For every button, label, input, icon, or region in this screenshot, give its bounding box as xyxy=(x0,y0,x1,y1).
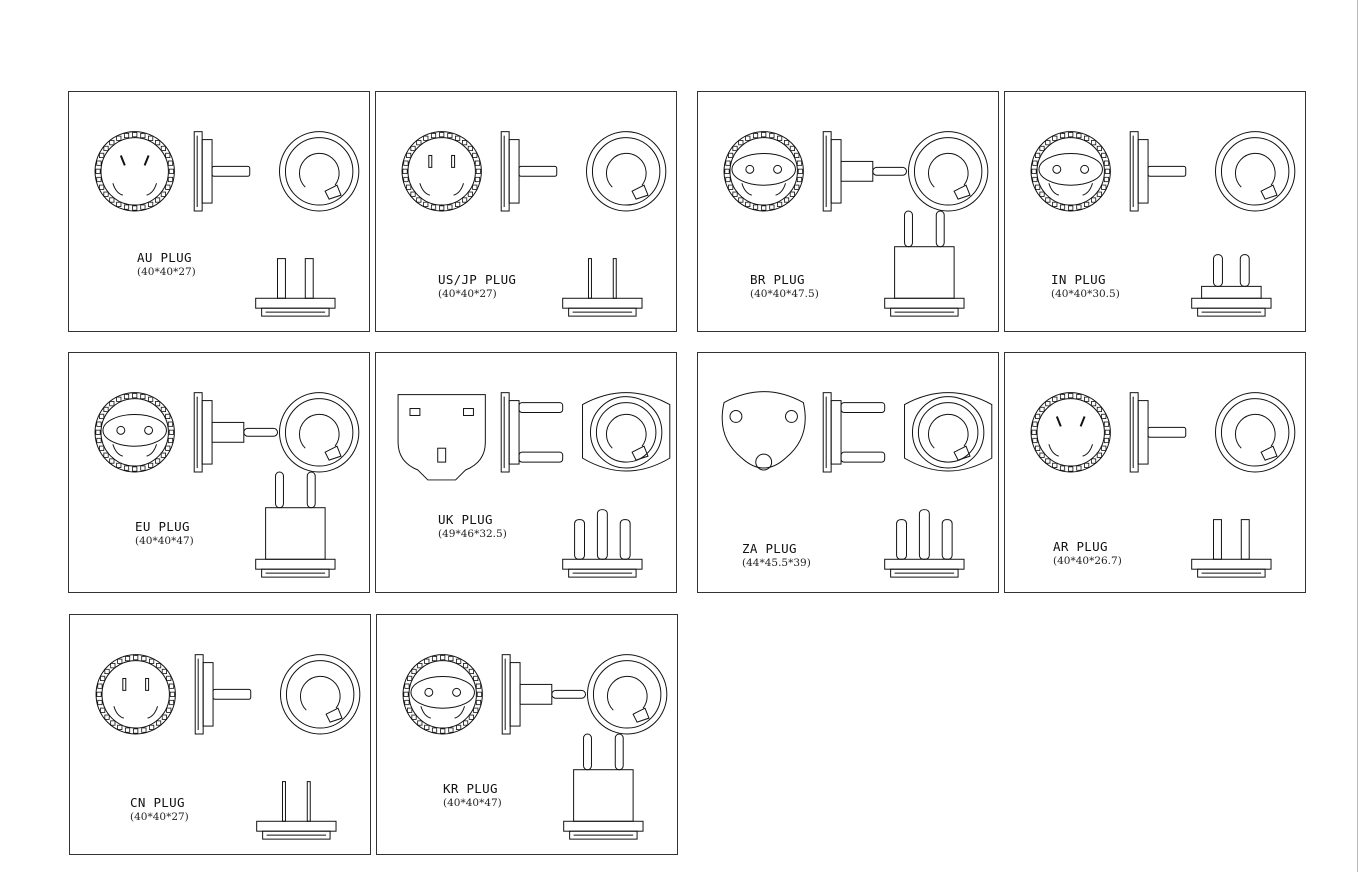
front-view xyxy=(94,392,175,473)
plug-name: AR PLUG xyxy=(1053,539,1108,554)
front-view xyxy=(402,654,483,735)
front-view xyxy=(94,131,175,212)
plug-panel-usjp: US/JP PLUG (40*40*27) xyxy=(375,91,677,332)
plug-drawing xyxy=(1030,392,1296,578)
plug-dimensions: (40*40*30.5) xyxy=(1051,288,1120,300)
plug-drawing xyxy=(723,131,989,317)
plug-name: IN PLUG xyxy=(1051,272,1106,287)
plug-panel-ar: AR PLUG (40*40*26.7) xyxy=(1004,352,1306,593)
plug-panel-au: AU PLUG (40*40*27) xyxy=(68,91,370,332)
front-view xyxy=(95,654,176,735)
plug-dimensions: (40*40*47) xyxy=(443,797,502,809)
rear-view xyxy=(907,131,989,212)
side-view xyxy=(822,131,908,212)
plug-name: CN PLUG xyxy=(130,795,185,810)
pin-view xyxy=(1191,254,1272,317)
rear-view xyxy=(1214,392,1296,473)
plug-name: KR PLUG xyxy=(443,781,498,796)
plug-panel-za: ZA PLUG (44*45.5*39) xyxy=(697,352,999,593)
pin-view xyxy=(563,733,644,840)
side-view xyxy=(822,392,886,473)
front-view xyxy=(1030,392,1111,473)
plug-dimensions: (49*46*32.5) xyxy=(438,528,507,540)
side-view xyxy=(500,131,558,212)
front-view xyxy=(401,131,482,212)
plug-label-eu: EU PLUG (40*40*47) xyxy=(135,519,194,547)
pin-view xyxy=(255,471,336,578)
rear-view xyxy=(582,392,671,472)
front-view xyxy=(721,391,806,471)
plug-name: US/JP PLUG xyxy=(438,272,517,287)
plug-name: BR PLUG xyxy=(750,272,805,287)
side-view xyxy=(500,392,564,473)
side-view xyxy=(1129,392,1187,473)
plug-drawing xyxy=(95,654,361,840)
plug-dimensions: (40*40*27) xyxy=(130,811,189,823)
side-view xyxy=(193,392,279,473)
rear-view xyxy=(585,131,667,212)
plug-drawing xyxy=(397,392,671,578)
plug-drawing xyxy=(1030,131,1296,317)
plug-label-au: AU PLUG (40*40*27) xyxy=(137,250,196,278)
plug-name: EU PLUG xyxy=(135,519,190,534)
side-view xyxy=(1129,131,1187,212)
rear-view xyxy=(278,131,360,212)
plug-label-br: BR PLUG (40*40*47.5) xyxy=(750,272,819,300)
plug-label-uk: UK PLUG (49*46*32.5) xyxy=(438,512,507,540)
plug-dimensions: (40*40*26.7) xyxy=(1053,555,1122,567)
plug-name: ZA PLUG xyxy=(742,541,797,556)
plug-label-za: ZA PLUG (44*45.5*39) xyxy=(742,541,811,569)
plug-panel-br: BR PLUG (40*40*47.5) xyxy=(697,91,999,332)
pin-view xyxy=(562,509,643,578)
plug-name: AU PLUG xyxy=(137,250,192,265)
rear-view xyxy=(279,654,361,735)
plug-drawing xyxy=(94,131,360,317)
pin-view xyxy=(884,509,965,578)
plug-drawing xyxy=(721,391,993,578)
plug-dimensions: (40*40*47.5) xyxy=(750,288,819,300)
front-view xyxy=(1030,131,1111,212)
plug-panel-eu: EU PLUG (40*40*47) xyxy=(68,352,370,593)
pin-view xyxy=(1191,519,1272,578)
plug-panel-kr: KR PLUG (40*40*47) xyxy=(376,614,678,855)
front-view xyxy=(723,131,804,212)
rear-view xyxy=(1214,131,1296,212)
plug-dimensions: (40*40*27) xyxy=(137,266,196,278)
rear-view xyxy=(904,392,993,472)
plug-label-ar: AR PLUG (40*40*26.7) xyxy=(1053,539,1122,567)
plug-label-cn: CN PLUG (40*40*27) xyxy=(130,795,189,823)
plug-label-usjp: US/JP PLUG (40*40*27) xyxy=(438,272,516,300)
side-view xyxy=(194,654,252,735)
plug-label-in: IN PLUG (40*40*30.5) xyxy=(1051,272,1120,300)
front-view xyxy=(397,394,486,481)
plug-panel-cn: CN PLUG (40*40*27) xyxy=(69,614,371,855)
pin-view xyxy=(562,258,643,317)
pin-view xyxy=(256,781,337,840)
rear-view xyxy=(278,392,360,473)
rear-view xyxy=(586,654,668,735)
plug-dimensions: (44*45.5*39) xyxy=(742,557,811,569)
plug-label-kr: KR PLUG (40*40*47) xyxy=(443,781,502,809)
plug-dimensions: (40*40*47) xyxy=(135,535,194,547)
plug-name: UK PLUG xyxy=(438,512,493,527)
plug-dimensions: (40*40*27) xyxy=(438,288,497,300)
plug-panel-in: IN PLUG (40*40*30.5) xyxy=(1004,91,1306,332)
plug-drawing xyxy=(94,392,360,578)
plug-drawing xyxy=(401,131,667,317)
side-view xyxy=(501,654,587,735)
side-view xyxy=(193,131,251,212)
page-edge-line xyxy=(1357,0,1358,872)
plug-drawing xyxy=(402,654,668,840)
plug-panel-uk: UK PLUG (49*46*32.5) xyxy=(375,352,677,593)
pin-view xyxy=(255,258,336,317)
pin-view xyxy=(884,210,965,317)
